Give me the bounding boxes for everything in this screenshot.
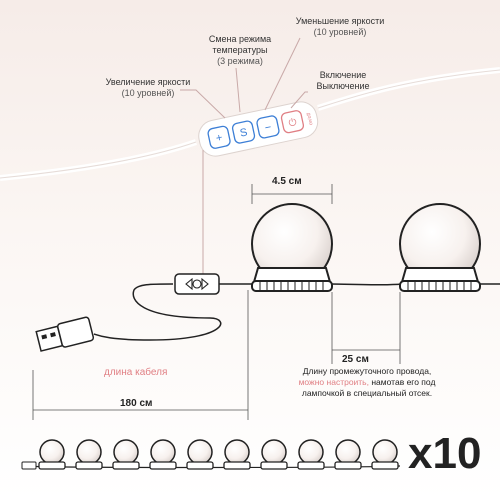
temperature-mode-button[interactable] — [231, 120, 256, 144]
temperature-mode-title-1: Смена режима — [208, 34, 272, 44]
power-title-1: Включение — [319, 70, 367, 80]
s-icon: S — [239, 126, 249, 139]
small-bulb — [260, 439, 288, 470]
power-title-2: Выключение — [316, 81, 370, 91]
small-bulb — [38, 439, 66, 470]
cable-between-bulbs — [329, 283, 403, 286]
brightness-down-sub: (10 уровней) — [313, 27, 367, 37]
cable-note-part2: намотав его под лампочкой в специальный … — [301, 377, 436, 398]
power-button[interactable] — [280, 110, 305, 134]
cable-note-part1: Длину промежуточного провода, — [302, 366, 432, 376]
small-bulb — [223, 439, 251, 470]
small-bulb — [371, 439, 399, 470]
brightness-up-label: Увеличение яркости (10 уровней) — [98, 77, 198, 99]
small-bulb — [75, 439, 103, 470]
bulb-2 — [399, 203, 481, 292]
small-bulb — [149, 439, 177, 470]
temperature-mode-sub: (3 режима) — [217, 56, 263, 66]
bulb-width-label: 4.5 см — [272, 176, 302, 187]
dimension-lines — [32, 184, 401, 420]
arrow-right-icon — [201, 277, 209, 291]
inline-switch — [93, 273, 222, 341]
brightness-up-sub: (10 уровней) — [121, 88, 175, 98]
brightness-up-button[interactable] — [207, 125, 231, 149]
temperature-mode-title-2: температуры — [212, 45, 268, 55]
brightness-up-title: Увеличение яркости — [105, 77, 191, 87]
on-off-text: on/off — [306, 112, 315, 126]
small-bulb — [112, 439, 140, 470]
temperature-mode-label: Смена режима температуры (3 режима) — [180, 34, 300, 67]
small-bulb — [334, 439, 362, 470]
small-bulb — [186, 439, 214, 470]
cable-left — [0, 139, 197, 181]
small-bulb — [297, 439, 325, 470]
power-label: Включение Выключение — [306, 70, 380, 92]
callout-lines — [180, 37, 308, 286]
power-icon: ⏻ — [288, 117, 298, 129]
arrow-left-icon — [185, 277, 193, 291]
bulb-row — [21, 439, 401, 470]
cable-note: Длину промежуточного провода, можно наст… — [292, 366, 442, 399]
cable-length-label: длина кабеля — [104, 367, 168, 378]
brightness-down-button[interactable] — [256, 115, 280, 139]
cable-length-value: 180 см — [120, 398, 153, 409]
brightness-down-label: Уменьшение яркости (10 уровней) — [280, 16, 400, 38]
bulb-spacing-label: 25 см — [342, 354, 369, 365]
quantity-label: x10 — [408, 429, 482, 478]
usb-plug-icon — [35, 316, 95, 352]
brightness-down-title: Уменьшение яркости — [295, 16, 385, 26]
minus-icon: − — [264, 121, 273, 134]
plus-icon: + — [215, 132, 224, 145]
bulb-1 — [251, 203, 333, 292]
circle-icon — [192, 279, 202, 289]
remote-controller: + S − ⏻ on/off — [198, 101, 319, 157]
cable-note-highlight: можно настроить, — [298, 377, 369, 387]
